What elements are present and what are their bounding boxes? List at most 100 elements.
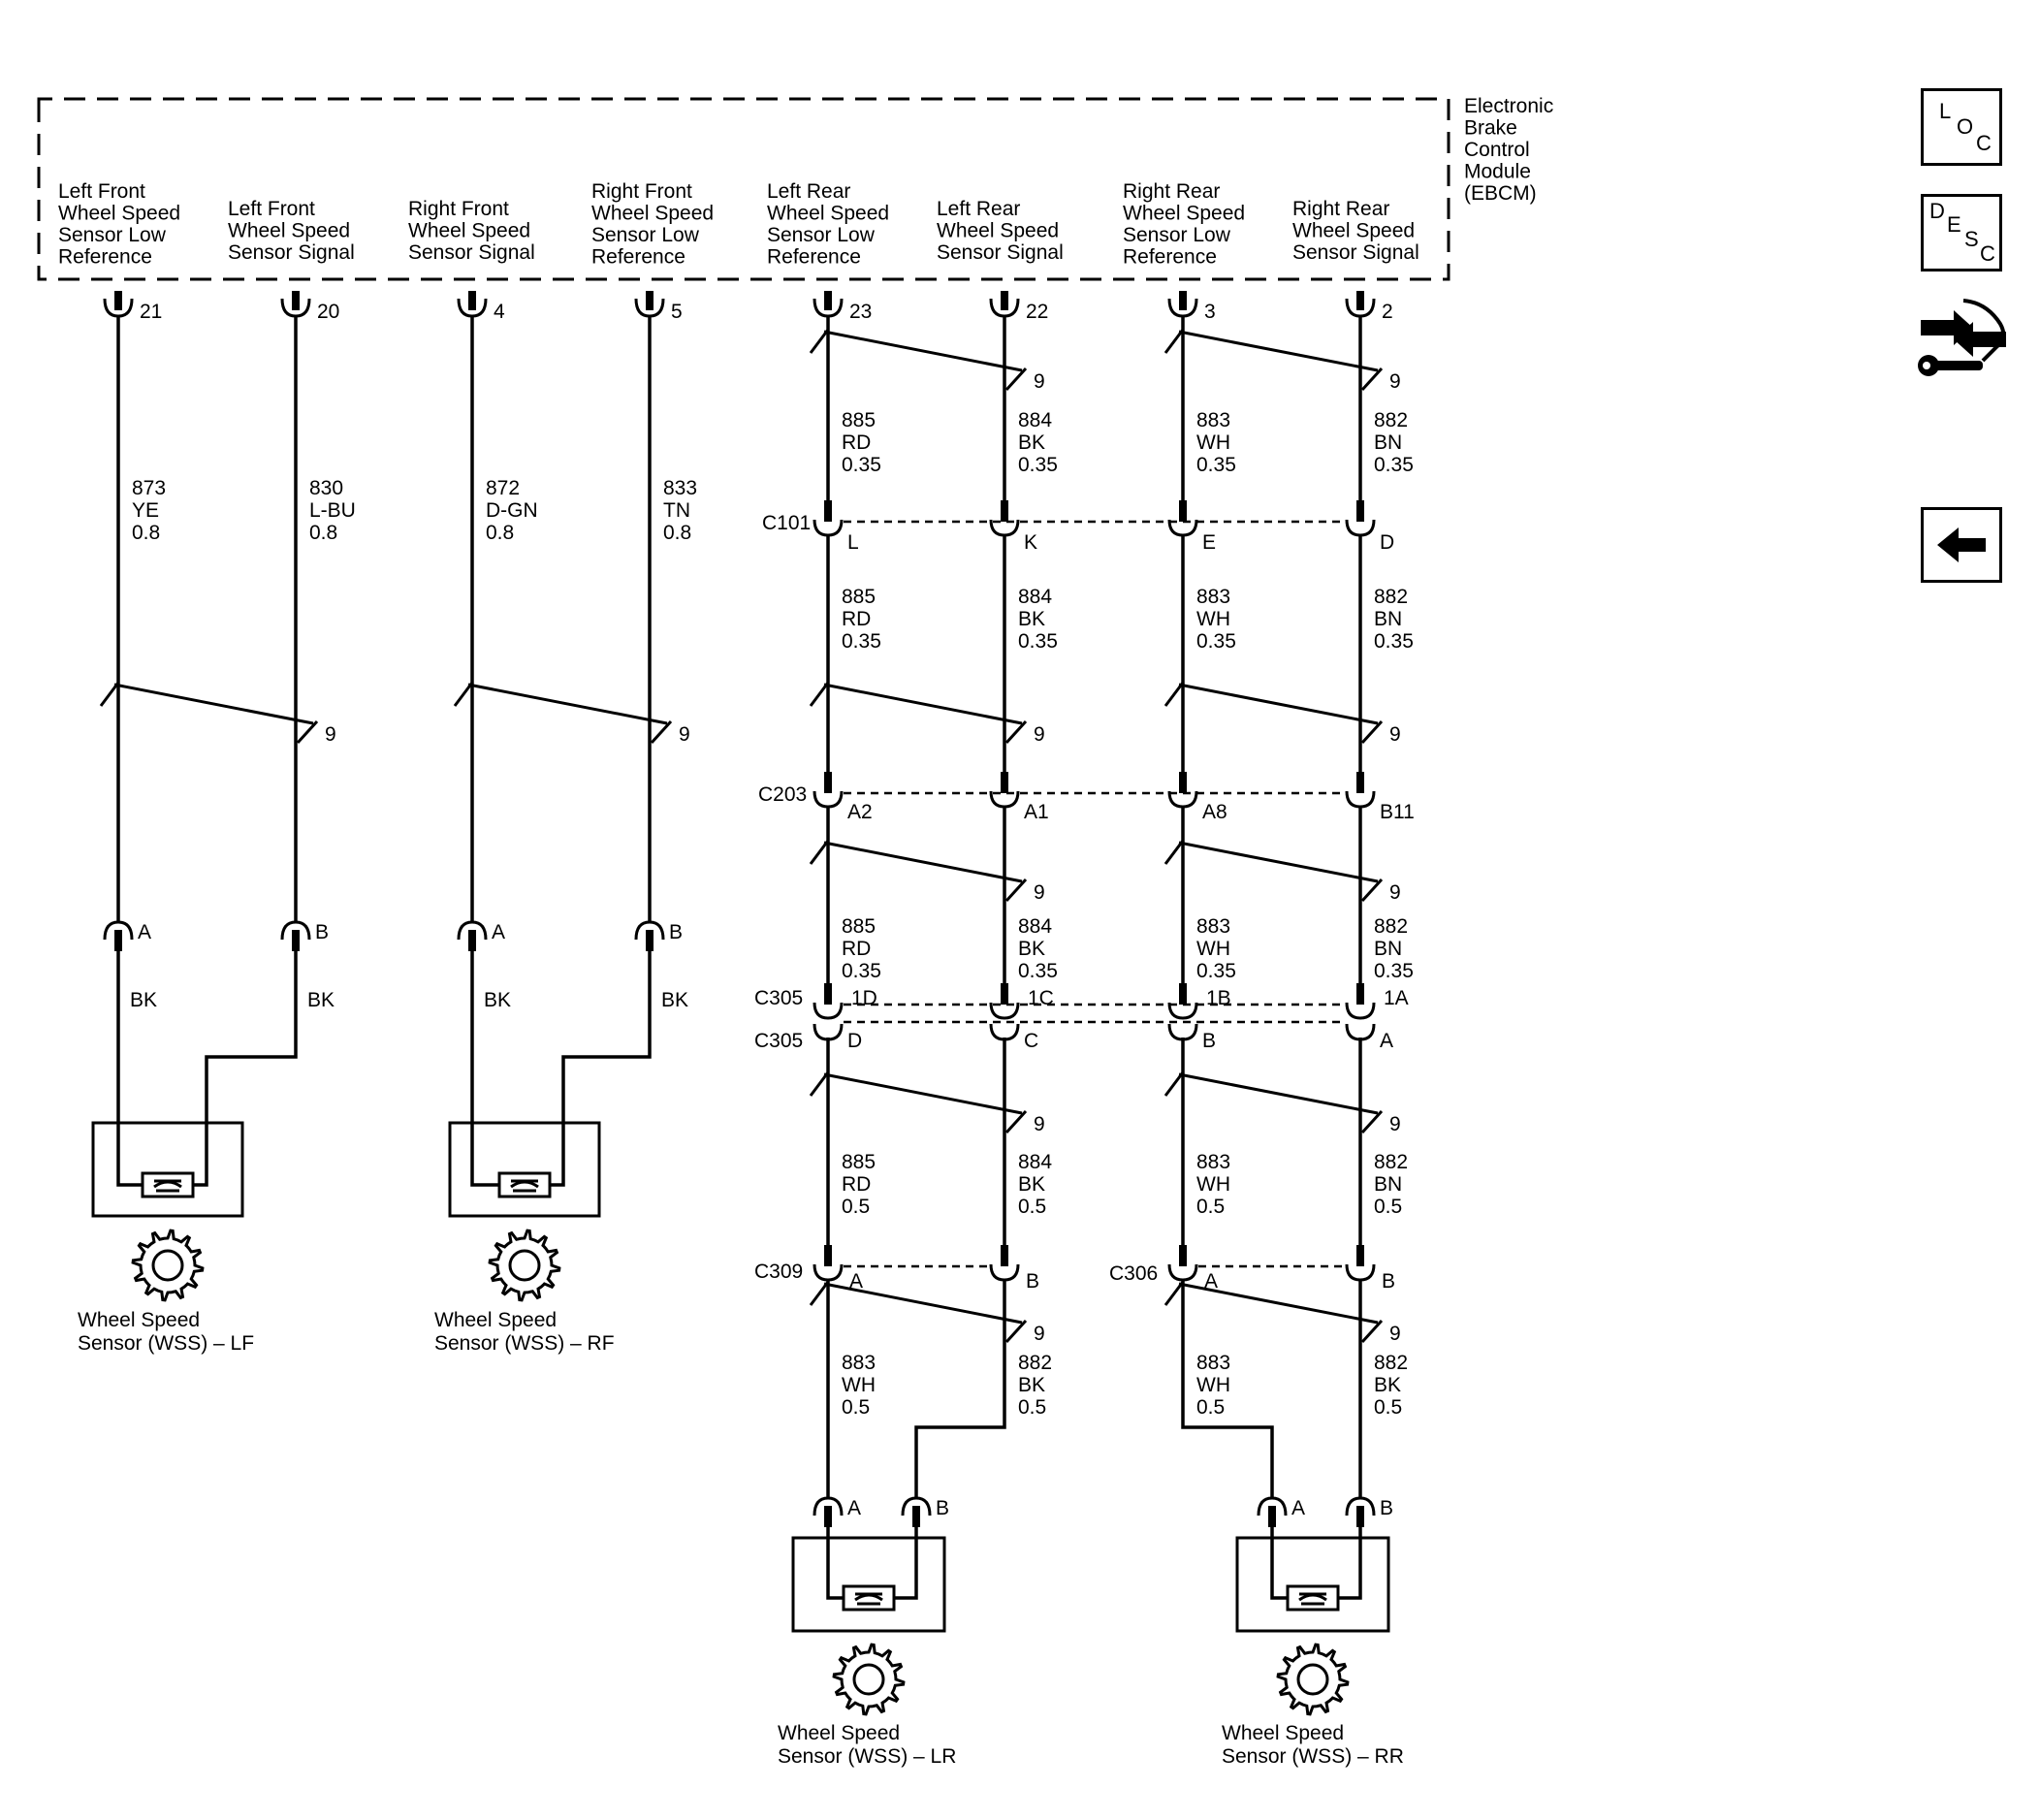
wire-rear-5-seg3-label-line-2: 0.5 <box>1018 1196 1046 1218</box>
sensor-pin-front-0-letter: A <box>138 921 151 943</box>
c203-pin-7 <box>1345 790 1376 809</box>
loc-letter-c: C <box>1976 131 1992 155</box>
sensor-lf-gear-icon-teeth <box>131 1229 205 1302</box>
circuit-6-label-line-2: Sensor Low <box>1123 224 1231 246</box>
sensor-wire-front-3-color: BK <box>661 989 688 1011</box>
wire-rear-7-seg1-label-line-1: BN <box>1374 608 1402 630</box>
sensor-rr-label-line-0: Wheel Speed <box>1222 1722 1344 1744</box>
sensor-lr-label-line-0: Wheel Speed <box>778 1722 900 1744</box>
wire-rear-5-seg1-label-line-1: BK <box>1018 608 1045 630</box>
wire-rear-6-seg4-label-line-1: WH <box>1196 1374 1230 1396</box>
twist-rear-0-d-hook-l <box>809 1071 830 1097</box>
sensor-lr-pin-a <box>813 1496 844 1517</box>
sensor-rf-lead-b <box>550 1123 565 1187</box>
module-pin-6-number: 3 <box>1204 301 1216 323</box>
module-pin-2-number: 4 <box>494 301 505 323</box>
desc-button[interactable]: D E S C <box>1921 194 2002 271</box>
sensor-rf-lead-a <box>470 1123 499 1187</box>
sensor-rr-gear-icon-hub <box>1296 1663 1329 1696</box>
circuit-3-label-line-2: Sensor Low <box>591 224 700 246</box>
sensor-pin-front-1 <box>280 920 311 941</box>
schematic-tools-button[interactable] <box>1915 291 2012 384</box>
sensor-pin-front-2-letter: A <box>492 921 505 943</box>
sensor-rr-element-mark <box>1298 1592 1327 1606</box>
twist-rear-1-b-hook-l <box>1163 682 1185 707</box>
c309-label: C309 <box>754 1261 803 1283</box>
sensor-lf-element-mark <box>153 1179 182 1193</box>
sensor-lr-pin-a-letter: A <box>847 1497 861 1519</box>
twist-rear-1-c <box>1178 841 1379 883</box>
circuit-6-label-line-1: Wheel Speed <box>1123 203 1245 225</box>
sensor-rr-pin-b <box>1345 1496 1376 1517</box>
c305-top-pin-4-letter: 1D <box>851 987 877 1009</box>
sensor-wire-front-1-color: BK <box>307 989 335 1011</box>
twist-rear-1-e-hook-l <box>1163 1281 1185 1306</box>
c305-top-pin-7 <box>1345 1002 1376 1020</box>
wire-rear-6-seg4-label-line-0: 883 <box>1196 1352 1230 1374</box>
wire-rear-6-seg4-label-line-2: 0.5 <box>1196 1396 1225 1419</box>
c309-pin-7-stub <box>1356 1245 1364 1266</box>
twist-rear-1-b <box>1178 683 1379 725</box>
c101-pin-4-letter: L <box>847 531 859 554</box>
c309-pin-7-letter: B <box>1382 1270 1395 1293</box>
c101-pin-7-letter: D <box>1380 531 1394 554</box>
wire-rear-7-seg3-label-line-0: 882 <box>1374 1151 1408 1173</box>
c101-pin-6 <box>1167 519 1198 537</box>
wire-front-2-label-line-0: 872 <box>486 477 520 499</box>
twist-rear-0-d-count: 9 <box>1034 1113 1045 1135</box>
c203-pin-6-stub <box>1179 772 1187 793</box>
wire-rear-4-seg4-label-line-0: 883 <box>842 1352 876 1374</box>
loc-letter-l: L <box>1939 99 1952 123</box>
sensor-lr-wire-b <box>914 1280 1006 1498</box>
twist-rear-0-e-hook-r <box>1004 1319 1028 1344</box>
circuit-3-label-line-3: Reference <box>591 246 685 269</box>
wire-front-1-label-line-1: L-BU <box>309 499 356 522</box>
ebcm-label-line-3: Module <box>1464 161 1531 183</box>
module-pin-5-stub <box>1001 291 1008 310</box>
wire-rear-5-seg0-label-line-1: BK <box>1018 431 1045 454</box>
c305-top-pin-4 <box>813 1002 844 1020</box>
loc-button[interactable]: L O C <box>1921 88 2002 166</box>
wire-front-1-label-line-2: 0.8 <box>309 522 337 544</box>
c101-pin-5-stub <box>1001 500 1008 522</box>
twist-rear-0-a-hook-l <box>809 329 830 354</box>
wire-rear-5-seg4-label-line-1: BK <box>1018 1374 1045 1396</box>
sensor-rf-label-line-0: Wheel Speed <box>434 1309 557 1331</box>
twist-rear-0-e-count: 9 <box>1034 1323 1045 1345</box>
wire-rear-6-seg0-label-line-2: 0.35 <box>1196 454 1236 476</box>
sensor-lf-lead-a <box>116 1123 143 1187</box>
sensor-lf-label-line-1: Sensor (WSS) – LF <box>78 1332 254 1355</box>
sensor-pin-front-3 <box>634 920 665 941</box>
c203-pin-5-letter: A1 <box>1024 801 1049 823</box>
wire-rear-6-seg0-label-line-1: WH <box>1196 431 1230 454</box>
c309-pin-6 <box>1167 1263 1198 1282</box>
twist-rear-0-c-hook-l <box>809 840 830 865</box>
circuit-7-label-line-0: Right Rear <box>1292 198 1389 220</box>
circuit-2-label-line-0: Right Front <box>408 198 509 220</box>
c203-pin-6 <box>1167 790 1198 809</box>
sensor-lr-element <box>842 1584 896 1612</box>
c101-pin-5-letter: K <box>1024 531 1037 554</box>
sensor-rf-element-mark <box>510 1179 539 1193</box>
twist-rear-0-d-hook-r <box>1004 1109 1028 1134</box>
c309-pin-5-letter: B <box>1026 1270 1039 1293</box>
c305-bot-pin-7 <box>1345 1023 1376 1041</box>
wire-rear-7-seg3-label-line-2: 0.5 <box>1374 1196 1402 1218</box>
c203-pin-5 <box>989 790 1020 809</box>
twist-rear-1-c-hook-l <box>1163 840 1185 865</box>
sensor-rf-housing <box>448 1121 601 1218</box>
twist-rf-count: 9 <box>679 723 690 746</box>
twist-rear-1-c-count: 9 <box>1389 881 1401 904</box>
desc-letter-s: S <box>1964 227 1979 251</box>
wire-rear-4-seg4-label-line-1: WH <box>842 1374 876 1396</box>
back-button[interactable] <box>1921 507 2002 583</box>
sensor-lr-lead-b <box>894 1509 918 1600</box>
wire-rear-4-seg3-label-line-2: 0.5 <box>842 1196 870 1218</box>
module-pin-3-number: 5 <box>671 301 683 323</box>
sensor-pin-front-2 <box>457 920 488 941</box>
c101-label: C101 <box>762 512 811 534</box>
module-pin-1-stub <box>292 291 300 310</box>
sensor-lf-label-line-0: Wheel Speed <box>78 1309 200 1331</box>
ebcm-label-line-1: Brake <box>1464 117 1517 140</box>
wire-rear-7-seg1-label-line-0: 882 <box>1374 586 1408 608</box>
